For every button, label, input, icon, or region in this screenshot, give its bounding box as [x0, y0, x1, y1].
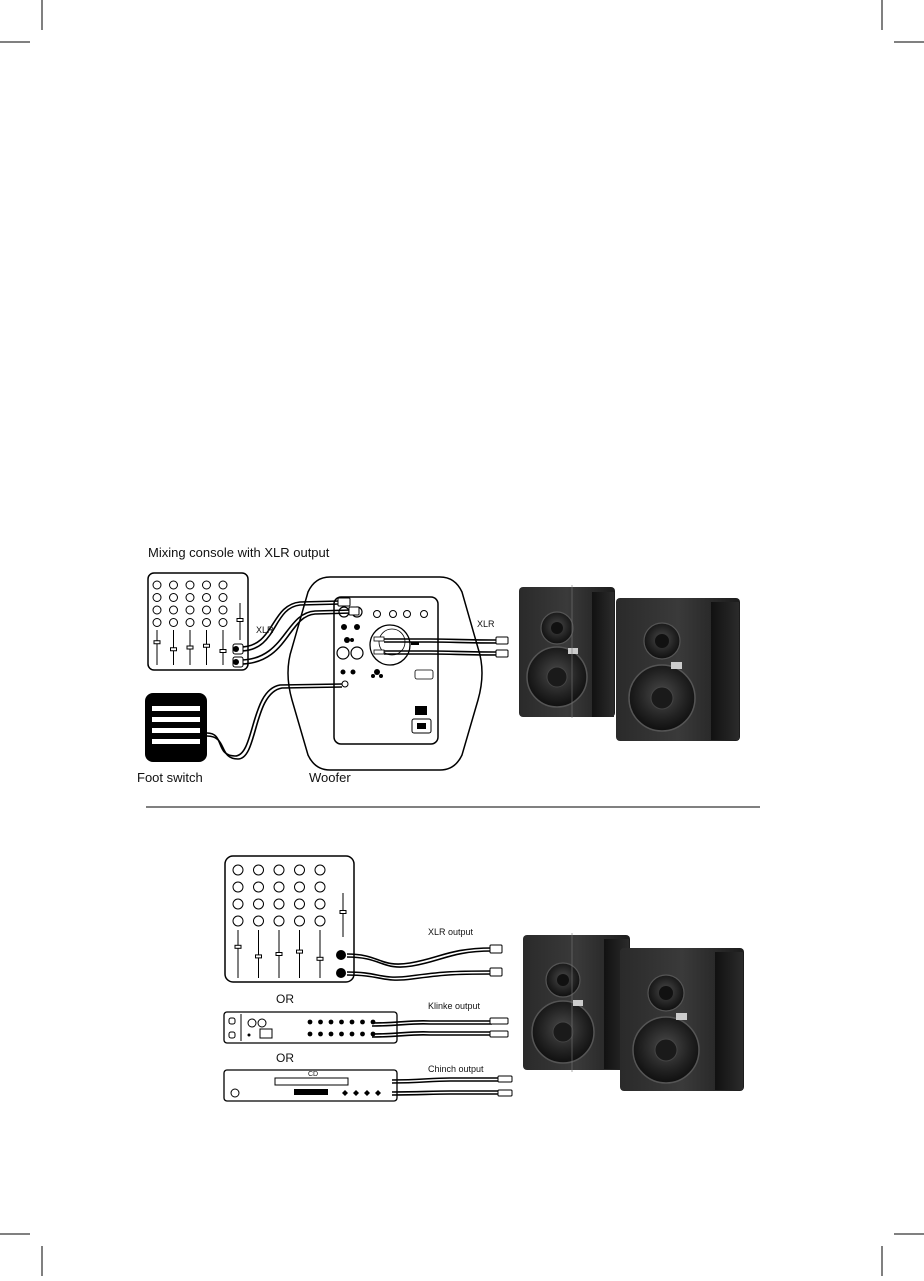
console-fader-cap — [297, 950, 303, 953]
foot-switch — [145, 693, 207, 762]
rack-jack — [308, 1020, 313, 1025]
cd-label: CD — [308, 1071, 318, 1078]
diagram-top-title: Mixing console with XLR output — [148, 545, 330, 560]
rack-jack — [308, 1032, 313, 1037]
xlr-output-label: XLR output — [428, 927, 474, 937]
foot-switch-label: Foot switch — [137, 770, 203, 785]
rack-jack — [350, 1020, 355, 1025]
chinch-output-label: Chinch output — [428, 1064, 484, 1074]
studio-monitors-top — [519, 585, 740, 741]
rack-jack — [360, 1020, 365, 1025]
woofer-label: Woofer — [309, 770, 351, 785]
console-fader-cap — [154, 641, 160, 644]
console-fader-cap — [220, 650, 226, 653]
plugs-bottom — [490, 945, 512, 1096]
console-fader-cap — [276, 953, 282, 956]
rack-jack — [318, 1032, 323, 1037]
console-fader-cap — [171, 648, 177, 651]
rack-device — [224, 1012, 397, 1043]
mixing-console-top — [148, 573, 248, 670]
rack-jack — [339, 1020, 344, 1025]
or-label-1: OR — [276, 992, 294, 1006]
mixing-console-bottom — [225, 856, 354, 982]
console-fader-cap — [204, 644, 210, 647]
rack-jack — [329, 1020, 334, 1025]
rack-jack — [360, 1032, 365, 1037]
xlr-label-right: XLR — [477, 619, 495, 629]
or-label-2: OR — [276, 1051, 294, 1065]
studio-monitor-left-bottom — [523, 935, 630, 1070]
studio-monitor-right-bottom — [620, 948, 744, 1091]
studio-monitors-bottom — [523, 933, 744, 1091]
console-master-cap — [340, 911, 346, 914]
console-fader-cap — [256, 955, 262, 958]
rack-jack — [339, 1032, 344, 1037]
woofer-unit — [288, 577, 482, 770]
console-fader-cap — [187, 646, 193, 649]
rack-jack — [329, 1032, 334, 1037]
rack-jack — [318, 1020, 323, 1025]
rack-jack — [350, 1032, 355, 1037]
console-fader-cap — [317, 957, 323, 960]
studio-monitor-right-top — [616, 598, 740, 741]
klinke-output-label: Klinke output — [428, 1001, 481, 1011]
xlr-label-left: XLR — [256, 625, 274, 635]
console-master-cap — [237, 619, 243, 622]
studio-monitor-left-top — [519, 587, 615, 717]
console-fader-cap — [235, 945, 241, 948]
cd-player: CD — [224, 1070, 397, 1101]
